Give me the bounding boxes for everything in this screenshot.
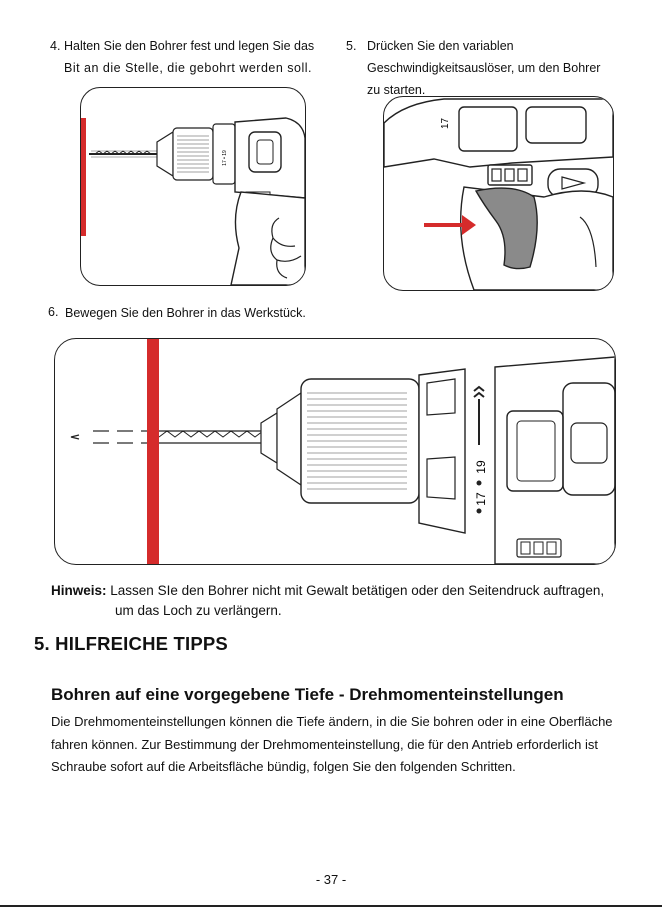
torque-19-label: 19 bbox=[474, 460, 488, 474]
figure-drill-into-workpiece: 19 17 bbox=[54, 338, 616, 565]
drill-closeup-illustration: 19 17 bbox=[70, 356, 615, 564]
torque-17-label-large: 17 bbox=[474, 492, 488, 506]
subsection-body: Die Drehmomenteinstellungen können die T… bbox=[51, 714, 613, 774]
trigger-shape bbox=[474, 187, 538, 270]
direction-left-icon bbox=[70, 434, 80, 440]
step-5-line2: Geschwindigkeitsauslöser, um den Bohrer bbox=[367, 61, 601, 75]
note-line2: um das Loch zu verlängern. bbox=[115, 603, 282, 618]
step-4-line2: Bit an die Stelle, die gebohrt werden so… bbox=[64, 61, 313, 75]
battery-indicator bbox=[516, 538, 562, 558]
workpiece-marker bbox=[81, 118, 86, 236]
arrow-right-icon bbox=[462, 215, 476, 235]
step-5-line3: zu starten. bbox=[367, 83, 426, 97]
note-line1: Lassen SIe den Bohrer nicht mit Gewalt b… bbox=[110, 583, 605, 598]
step-5-text: 5. Drücken Sie den variablen Geschwindig… bbox=[346, 35, 636, 97]
step-6-line: Bewegen Sie den Bohrer in das Werkstück. bbox=[65, 306, 306, 320]
torque-17-label: 17 bbox=[440, 117, 451, 129]
workpiece-marker-large bbox=[147, 339, 159, 564]
step-6-text: 6. Bewegen Sie den Bohrer in das Werkstü… bbox=[48, 301, 448, 323]
section-title: 5. HILFREICHE TIPPS bbox=[34, 633, 228, 654]
figure-drill-positioning: 17 • 19 bbox=[80, 87, 306, 286]
step-5-line1: Drücken Sie den variablen bbox=[367, 39, 514, 53]
step-4-number: 4. bbox=[50, 39, 61, 53]
trigger-illustration: 17 bbox=[384, 98, 613, 290]
bottom-rule bbox=[0, 905, 662, 907]
step-4-text: 4. Halten Sie den Bohrer fest und legen … bbox=[50, 35, 340, 75]
figure-trigger: 17 bbox=[383, 96, 614, 291]
subsection-title: Bohren auf eine vorgegebene Tiefe - Dreh… bbox=[51, 685, 564, 704]
step-6-number: 6. bbox=[48, 305, 59, 319]
page-number: - 37 - bbox=[315, 872, 347, 887]
step-5-number: 5. bbox=[346, 39, 357, 53]
note-label: Hinweis: bbox=[51, 583, 107, 598]
torque-scale-label: 17 • 19 bbox=[222, 150, 228, 166]
hinweis-note: Hinweis: Lassen SIe den Bohrer nicht mit… bbox=[51, 581, 631, 621]
dashed-bit-path bbox=[93, 430, 151, 444]
step-4-line1: Halten Sie den Bohrer fest und legen Sie… bbox=[64, 39, 315, 53]
drill-side-view-illustration: 17 • 19 bbox=[89, 117, 305, 285]
